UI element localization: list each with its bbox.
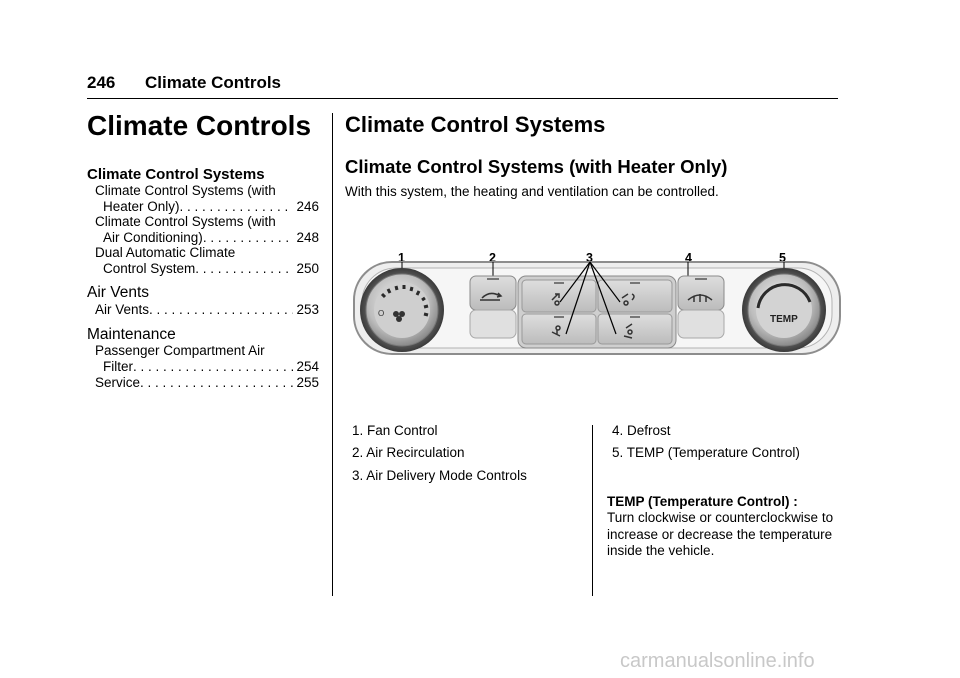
toc-entry-line: Passenger Compartment Air — [95, 343, 265, 358]
toc-page-number: 253 — [296, 302, 319, 317]
toc-section-title: Maintenance — [87, 326, 176, 343]
toc-entry-label: Air Conditioning) — [103, 230, 203, 245]
defrost-icon — [687, 294, 713, 302]
temp-control-knob: TEMP — [742, 268, 826, 352]
leader-dots — [140, 375, 293, 390]
caption-item: 1. Fan Control — [352, 423, 438, 438]
toc-page-number: 248 — [296, 230, 319, 245]
callout-number: 3 — [586, 251, 593, 265]
caption-column-divider — [592, 425, 593, 596]
defog-mode-icon — [621, 293, 635, 306]
toc-entry[interactable]: Filter 254 — [103, 359, 319, 374]
toc-entry-label: Control System — [103, 261, 196, 276]
air-delivery-mode-buttons — [517, 261, 677, 349]
callout-number: 5 — [779, 251, 786, 265]
toc-page-number: 255 — [296, 375, 319, 390]
climate-panel-illustration: O — [353, 261, 841, 355]
caption-item: 3. Air Delivery Mode Controls — [352, 468, 527, 483]
toc-section-title: Climate Control Systems — [87, 166, 265, 183]
caption-item: 4. Defrost — [612, 423, 671, 438]
toc-entry-line: Climate Control Systems (with — [95, 183, 276, 198]
toc-entry-line: Climate Control Systems (with — [95, 214, 276, 229]
knob-off-mark: O — [378, 309, 384, 318]
floor-mode-icon — [551, 325, 561, 337]
callout-number: 4 — [685, 251, 692, 265]
chapter-title: Climate Controls — [87, 110, 312, 141]
column-divider — [332, 113, 333, 596]
caption-item: 2. Air Recirculation — [352, 445, 465, 460]
page-number: 246 — [87, 73, 116, 92]
description-body: Turn clockwise or counterclockwise to in… — [607, 510, 834, 558]
running-header: Climate Controls — [145, 73, 282, 92]
toc-section-title: Air Vents — [87, 284, 150, 301]
defrost-button — [677, 275, 725, 339]
leader-dots — [133, 359, 293, 374]
intro-paragraph: With this system, the heating and ventil… — [345, 184, 719, 199]
toc-entry-line: Dual Automatic Climate — [95, 245, 236, 260]
section-heading: Climate Control Systems — [345, 112, 606, 137]
description-title: TEMP (Temperature Control) : — [607, 494, 798, 509]
toc-entry[interactable]: Control System 250 — [103, 261, 319, 276]
vent-mode-icon — [551, 293, 560, 306]
fan-icon — [393, 311, 405, 322]
toc-entry-label: Service — [95, 375, 141, 390]
temp-knob-label: TEMP — [770, 314, 798, 325]
fan-control-knob: O — [360, 268, 444, 352]
subsection-heading: Climate Control Systems (with Heater Onl… — [345, 156, 728, 177]
watermark: carmanualsonline.info — [620, 650, 815, 672]
callout-number: 1 — [398, 251, 405, 265]
toc-entry[interactable]: Service 255 — [95, 375, 319, 390]
toc-entry[interactable]: Heater Only) 246 — [103, 199, 319, 214]
header-rule — [87, 98, 838, 99]
recirculation-icon — [480, 292, 503, 301]
leader-dots — [149, 302, 293, 317]
toc-page-number: 246 — [296, 199, 319, 214]
toc-entry-label: Filter — [103, 359, 133, 374]
callout-number: 2 — [489, 251, 496, 265]
toc-page-number: 254 — [296, 359, 319, 374]
leader-dots — [195, 261, 293, 276]
caption-item: 5. TEMP (Temperature Control) — [612, 445, 800, 460]
leader-dots — [203, 230, 294, 245]
leader-dots — [180, 199, 294, 214]
toc-page-number: 250 — [296, 261, 319, 276]
bi-level-mode-icon — [623, 323, 633, 339]
toc-entry-label: Air Vents — [95, 302, 150, 317]
toc-entry[interactable]: Air Conditioning) 248 — [103, 230, 319, 245]
toc-entry-label: Heater Only) — [103, 199, 180, 214]
toc-entry[interactable]: Air Vents 253 — [95, 302, 319, 317]
recirculation-button — [469, 275, 517, 339]
